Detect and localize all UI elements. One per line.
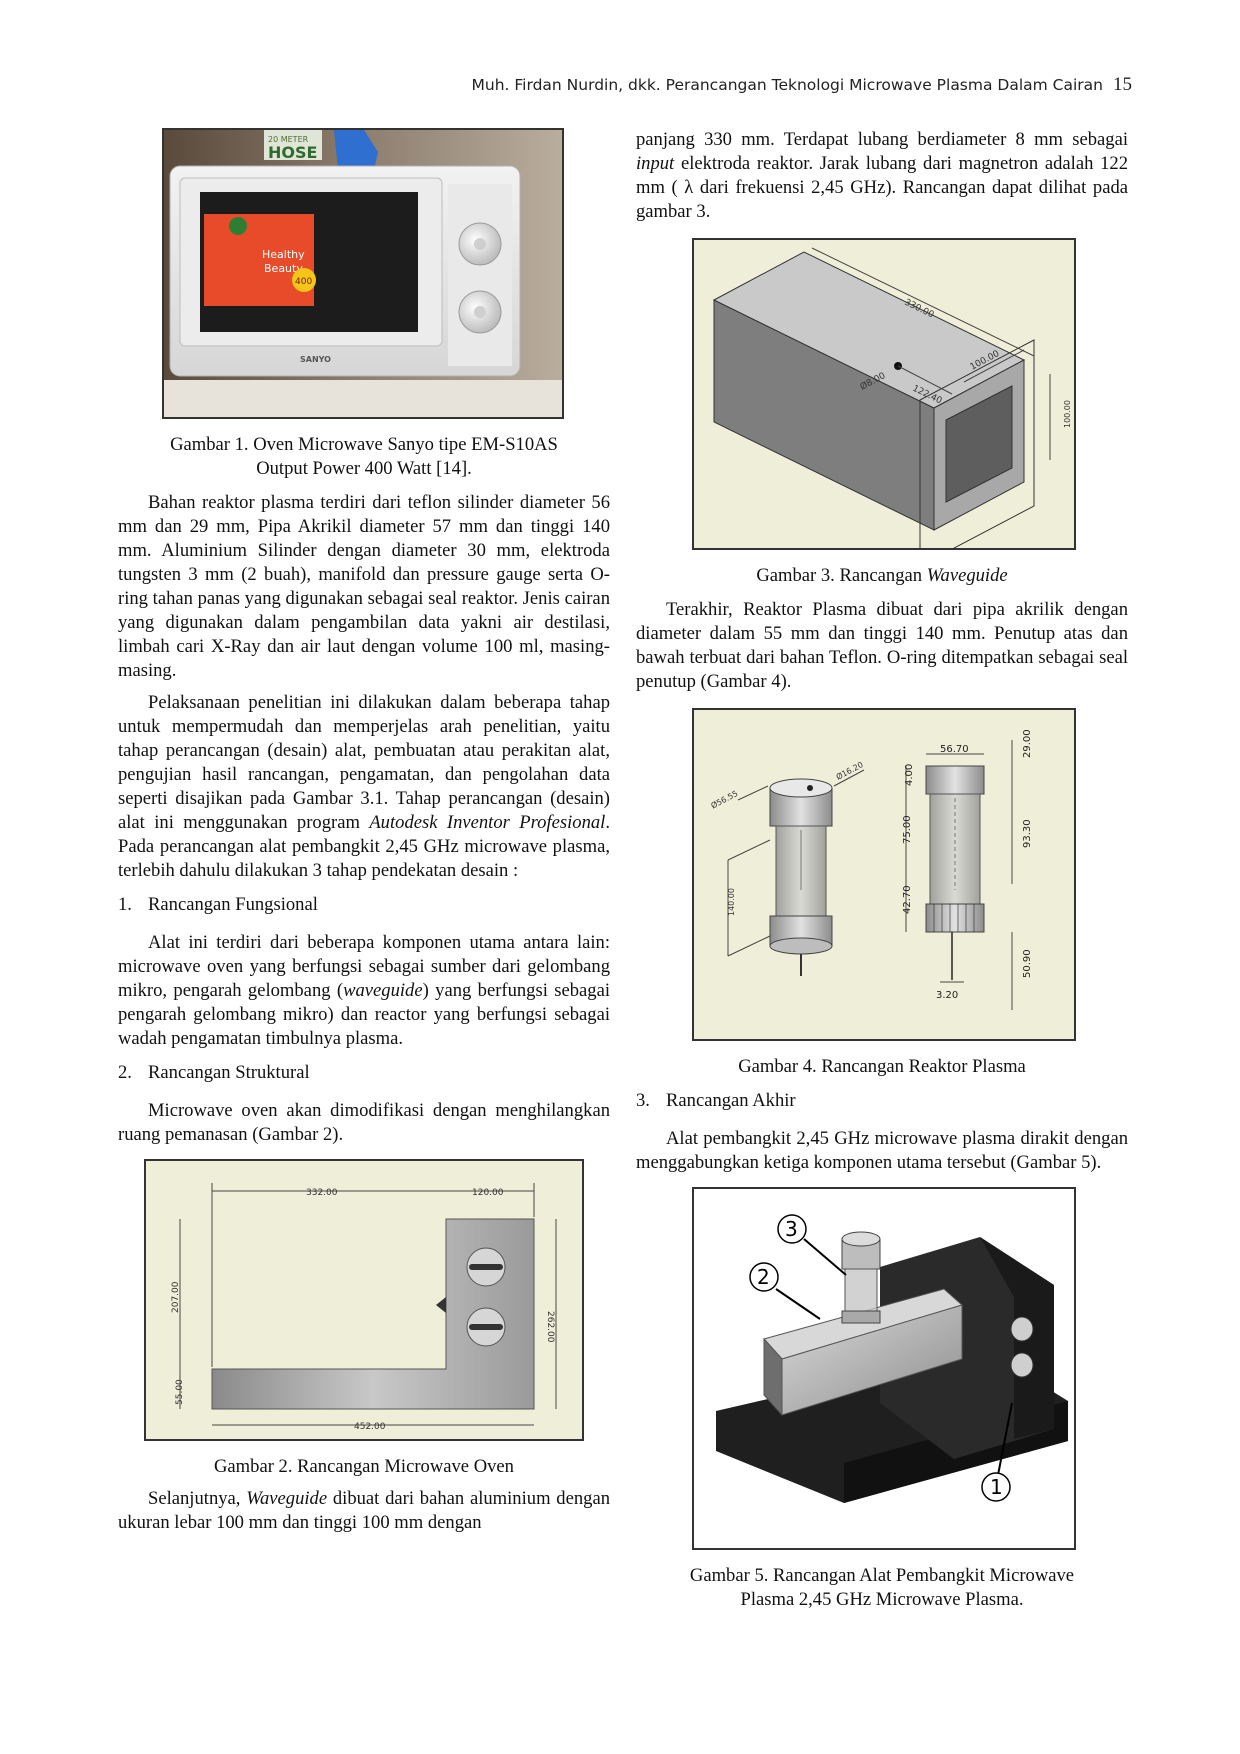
list-label: Rancangan Akhir [666,1090,796,1111]
page-number: 15 [1113,74,1132,95]
dim-right: 262.00 [545,1311,555,1343]
waveguide-text-b: dibuat dari bahan aluminium dengan ukura… [118,1488,610,1533]
svg-text:20 METER: 20 METER [268,135,309,144]
dim-29: 29.00 [1022,729,1033,758]
list-item-2: 2. Rancangan Struktural [118,1061,610,1085]
dim-42: 42.70 [902,885,913,914]
callout-1: 1 [990,1475,1003,1499]
stages-text-b: . Pada perancangan alat pembangkit 2,45 … [118,812,610,881]
functional-waveguide: waveguide [343,980,423,1001]
poster-text: HOSE [268,143,317,162]
left-column: 20 METER HOSE Healthy Beauty 400 SANYO G… [118,128,610,1535]
dim-left-2: 55.00 [175,1379,185,1405]
list-number: 2. [118,1062,132,1083]
list-item-1: 1. Rancangan Fungsional [118,893,610,917]
waveguide-cad: 330.00 100.00 Ø8.00 122.40 100.00 [694,240,1074,548]
dim-75: 75.00 [902,815,913,844]
callout-3: 3 [785,1217,798,1241]
wg-cont-text-a: panjang 330 mm. Terdapat lubang berdiame… [636,129,1128,150]
plasma-reactor-cad: Ø56.55 Ø16.20 140.00 [694,710,1074,1039]
list-label: Rancangan Struktural [148,1062,310,1083]
list-number: 1. [118,894,132,915]
dim-4: 4.00 [904,764,915,786]
left-paragraph-stages: Pelaksanaan penelitian ini dilakukan dal… [118,691,610,883]
figure-3-drawing: 330.00 100.00 Ø8.00 122.40 100.00 [692,238,1076,550]
dim-bottom: 452.00 [354,1422,386,1432]
figure-1-caption-line1: Gambar 1. Oven Microwave Sanyo tipe EM-S… [170,434,558,455]
microwave-oven-photo: 20 METER HOSE Healthy Beauty 400 SANYO [164,130,562,417]
dim-32: 3.20 [936,990,958,1001]
microwave-oven-cad: 332.00 120.00 207.00 55.00 262.00 452.00 [146,1161,582,1439]
list-label: Rancangan Fungsional [148,894,318,915]
sticker-line2: Beauty [264,262,303,275]
waveguide-term: Waveguide [246,1488,328,1509]
right-column: panjang 330 mm. Terdapat lubang berdiame… [636,128,1128,1612]
wg-cont-text-b: elektroda reaktor. Jarak lubang dari mag… [636,153,1128,222]
figure-3-caption: Gambar 3. Rancangan Waveguide [636,564,1128,588]
figure-2-caption: Gambar 2. Rancangan Microwave Oven [214,1456,514,1477]
figure-2-drawing: 332.00 120.00 207.00 55.00 262.00 452.00 [144,1159,584,1441]
left-paragraph-structural: Microwave oven akan dimodifikasi dengan … [118,1100,610,1145]
wg-input-term: input [636,153,675,174]
sticker-badge: 400 [295,277,312,287]
running-title: Muh. Firdan Nurdin, dkk. Perancangan Tek… [471,76,1103,94]
dim-left-1: 207.00 [171,1281,181,1313]
stages-software: Autodesk Inventor Profesional [369,812,606,833]
running-header: Muh. Firdan Nurdin, dkk. Perancangan Tek… [468,74,1132,96]
left-paragraph-functional: Alat ini terdiri dari beberapa komponen … [118,931,610,1051]
sticker-line1: Healthy [262,248,305,261]
list-item-3: 3. Rancangan Akhir [636,1089,1128,1113]
assembled-system-render: 3 2 1 [694,1189,1074,1548]
dim-93: 93.30 [1022,819,1033,848]
right-paragraph-reactor: Terakhir, Reaktor Plasma dibuat dari pip… [636,599,1128,692]
dim-50: 50.90 [1022,949,1033,978]
list-number: 3. [636,1090,650,1111]
fig3-caption-em: Waveguide [926,565,1008,586]
dim-top-1: 332.00 [306,1188,338,1198]
functional-text-b: ) yang berfungsi sebagai pengarah gelomb… [118,980,610,1049]
fig3-caption-text: Gambar 3. Rancangan [756,565,927,586]
figure-4-caption: Gambar 4. Rancangan Reaktor Plasma [738,1056,1026,1077]
waveguide-text-a: Selanjutnya, [148,1488,247,1509]
left-paragraph-waveguide: Selanjutnya, Waveguide dibuat dari bahan… [118,1487,610,1535]
figure-5-drawing: 3 2 1 [692,1187,1076,1550]
figure-5-caption-line2: Plasma 2,45 GHz Microwave Plasma. [740,1589,1024,1610]
figure-1-photo: 20 METER HOSE Healthy Beauty 400 SANYO [162,128,564,419]
figure-1-caption-line2: Output Power 400 Watt [14]. [256,458,472,479]
right-paragraph-final: Alat pembangkit 2,45 GHz microwave plasm… [636,1128,1128,1173]
left-paragraph-materials: Bahan reaktor plasma terdiri dari teflon… [118,492,610,681]
oven-brand: SANYO [300,355,331,364]
dim-top-2: 120.00 [472,1188,504,1198]
functional-text-a: Alat ini terdiri dari beberapa komponen … [118,932,610,1001]
stages-text-a: Pelaksanaan penelitian ini dilakukan dal… [118,692,610,833]
figure-4-drawing: Ø56.55 Ø16.20 140.00 [692,708,1076,1041]
dim-height-iso: 140.00 [727,888,736,916]
figure-5-caption-line1: Gambar 5. Rancangan Alat Pembangkit Micr… [689,1565,1075,1586]
dim-top-width: 56.70 [940,744,969,755]
dim-height: 100.00 [1063,400,1072,428]
right-paragraph-waveguide-cont: panjang 330 mm. Terdapat lubang berdiame… [636,128,1128,224]
callout-2: 2 [757,1265,770,1289]
